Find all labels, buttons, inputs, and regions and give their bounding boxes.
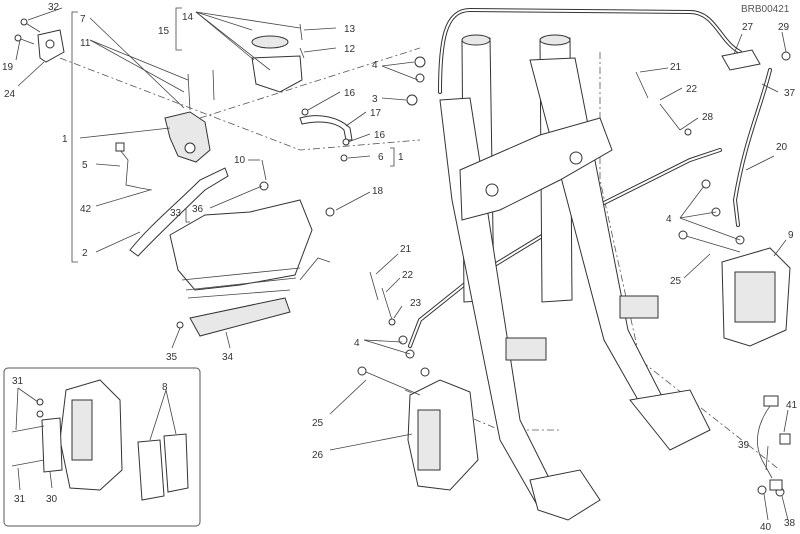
- callout-37: 37: [784, 88, 796, 99]
- callout-26: 26: [312, 450, 324, 461]
- callout-34: 34: [222, 352, 234, 363]
- callout-12: 12: [344, 44, 356, 55]
- callout-32: 32: [48, 2, 60, 13]
- callout-18: 18: [372, 186, 384, 197]
- callout-11: 11: [80, 38, 91, 49]
- callout-6: 6: [378, 152, 384, 163]
- callout-1b: 1: [398, 152, 404, 163]
- callout-1: 1: [62, 134, 68, 145]
- callout-13: 13: [344, 24, 356, 35]
- callout-17: 17: [370, 108, 382, 119]
- callout-36: 36: [192, 204, 204, 215]
- callout-21a: 21: [400, 244, 412, 255]
- callout-10: 10: [234, 155, 246, 166]
- callout-19: 19: [2, 62, 14, 73]
- caliper-front-right: [635, 49, 791, 347]
- callout-4b: 4: [354, 338, 360, 349]
- callout-22a: 22: [402, 270, 414, 281]
- callout-38: 38: [784, 518, 796, 529]
- callout-33: 33: [170, 208, 182, 219]
- callout-3: 3: [372, 94, 378, 105]
- abs-sensor: [757, 395, 791, 497]
- caliper-front-left: [357, 271, 479, 491]
- reservoir-part: [251, 55, 303, 93]
- callout-22b: 22: [686, 84, 698, 95]
- leader-lines: [15, 7, 789, 521]
- cover-part: [189, 297, 291, 337]
- bracket-part: [169, 199, 313, 291]
- front-fork: [439, 34, 711, 521]
- callout-30: 30: [46, 494, 58, 505]
- callout-16b: 16: [374, 130, 386, 141]
- master-cylinder-group: [14, 7, 395, 337]
- callout-39: 39: [738, 440, 750, 451]
- triple-clamp: [459, 117, 613, 221]
- callout-9: 9: [788, 230, 794, 241]
- callout-42: 42: [80, 204, 92, 215]
- callout-16a: 16: [344, 88, 356, 99]
- brake-hose: [406, 7, 772, 348]
- callout-4a: 4: [372, 60, 378, 71]
- callout-2: 2: [82, 248, 88, 259]
- callout-4c: 4: [666, 214, 672, 225]
- callout-27: 27: [742, 22, 754, 33]
- callout-14: 14: [182, 12, 194, 23]
- callout-31b: 31: [14, 494, 26, 505]
- brake-lever-part: [129, 167, 229, 257]
- callout-15: 15: [158, 26, 170, 37]
- callout-8: 8: [162, 382, 168, 393]
- callout-28: 28: [702, 112, 714, 123]
- diagram-code: BRB00421: [741, 4, 790, 15]
- callout-7: 7: [80, 14, 86, 25]
- callout-25b: 25: [670, 276, 682, 287]
- master-cylinder-part: [164, 111, 211, 163]
- brake-pads-inset: [3, 367, 201, 527]
- callout-5: 5: [82, 160, 88, 171]
- callout-21b: 21: [670, 62, 682, 73]
- callout-31a: 31: [12, 376, 24, 387]
- callout-35: 35: [166, 352, 178, 363]
- callout-20: 20: [776, 142, 788, 153]
- callout-24: 24: [4, 89, 16, 100]
- callout-23: 23: [410, 298, 422, 309]
- callout-41: 41: [786, 400, 798, 411]
- callout-25a: 25: [312, 418, 324, 429]
- callout-29: 29: [778, 22, 790, 33]
- callout-40: 40: [760, 522, 772, 533]
